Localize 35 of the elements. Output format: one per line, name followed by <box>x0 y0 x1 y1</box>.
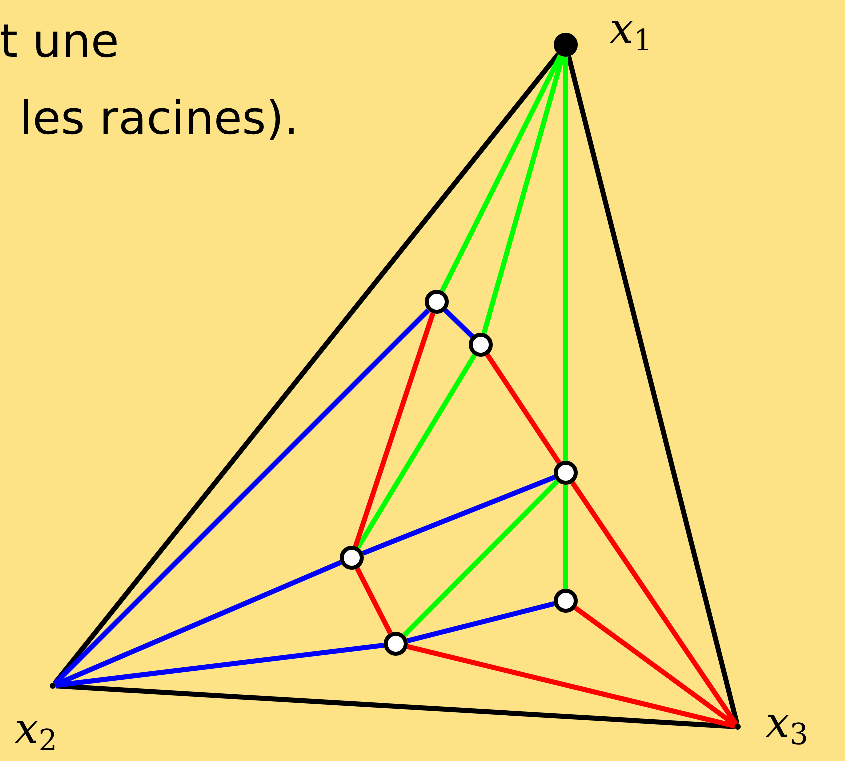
vertex-circle <box>554 461 578 485</box>
graph-edge <box>56 684 736 730</box>
graph-edge <box>407 644 736 729</box>
text-fragment: t une <box>0 18 120 64</box>
vertex-circle <box>469 333 493 357</box>
graph-edge <box>482 56 566 334</box>
graph-edge <box>564 485 568 589</box>
graph-edge <box>52 52 560 686</box>
vertex-point <box>50 683 56 689</box>
graph-edge <box>566 56 740 725</box>
graph-edge <box>53 308 430 686</box>
graph-edge <box>407 602 555 644</box>
graph-edge <box>444 308 474 338</box>
vertex-label: x$_{2}$ <box>15 708 58 756</box>
graph-edge <box>356 354 477 550</box>
graph-edge <box>564 57 568 461</box>
graph-edge <box>56 642 384 688</box>
vertex-circle <box>554 33 578 57</box>
graph-edge <box>54 560 342 688</box>
vertex-label: x$_{3}$ <box>766 702 808 750</box>
graph-edge <box>486 354 562 464</box>
graph-edge <box>353 312 436 548</box>
vertex-circle <box>425 290 449 314</box>
graph-edge <box>440 54 563 292</box>
graph-edge <box>402 480 560 638</box>
graph-edge <box>570 482 738 726</box>
vertex-circle <box>340 546 364 570</box>
graph-edge <box>355 568 393 634</box>
graph-edge <box>362 475 556 556</box>
vertex-circle <box>384 632 408 656</box>
vertex-label: x$_{1}$ <box>610 8 652 56</box>
vertex-point <box>735 724 741 730</box>
text-fragment: les racines). <box>20 95 299 141</box>
graph-edge <box>574 606 738 728</box>
vertex-circle <box>554 589 578 613</box>
